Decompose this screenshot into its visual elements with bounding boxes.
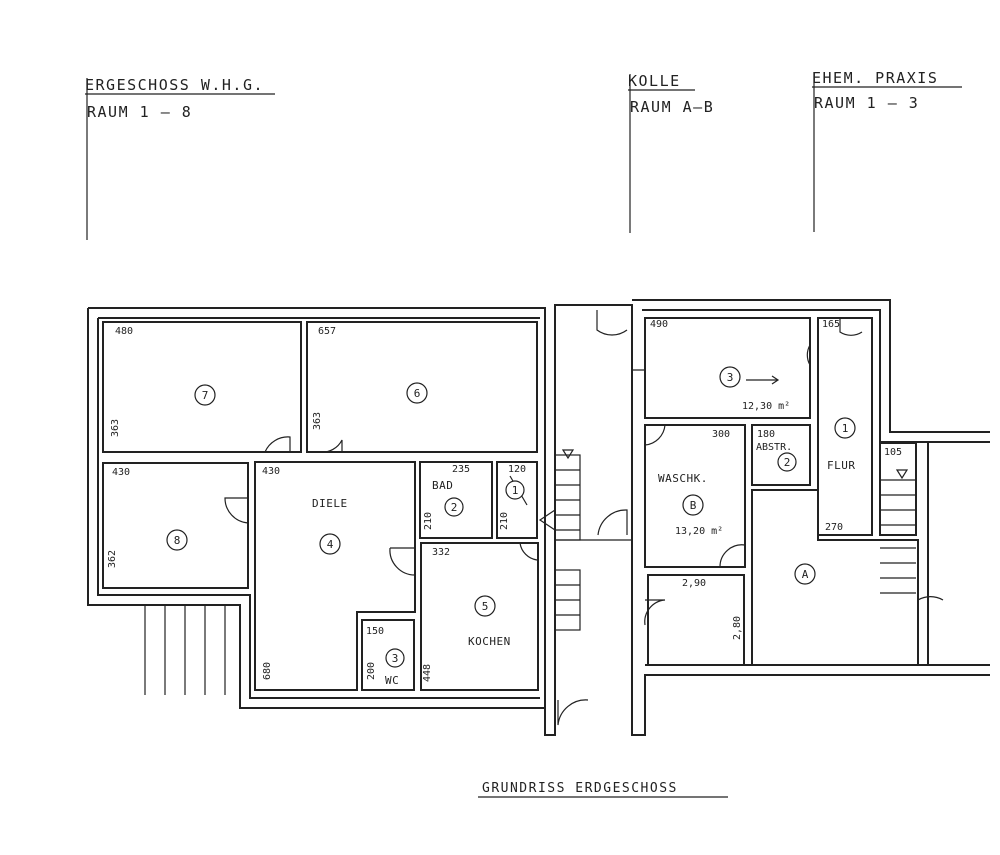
room-5-name: KOCHEN bbox=[468, 635, 511, 648]
room-4-height: 680 bbox=[262, 662, 273, 680]
room-6-height: 363 bbox=[312, 412, 323, 430]
room-7: 480 363 7 bbox=[110, 326, 216, 437]
keller-room-b: 300 WASCHK. B 13,20 m² bbox=[658, 429, 730, 537]
praxis-room-1-flur: 165 1 FLUR 270 bbox=[822, 319, 856, 533]
room-4-width: 430 bbox=[262, 466, 280, 477]
room-5-number: 5 bbox=[482, 600, 489, 613]
header-right-line2: RAUM 1 — 3 bbox=[814, 94, 919, 112]
wc-height: 200 bbox=[366, 662, 377, 680]
room-4-number: 4 bbox=[327, 538, 334, 551]
header-left-line1: ERGESCHOSS W.H.G. bbox=[85, 76, 264, 94]
abstr-number: 2 bbox=[784, 456, 791, 469]
small-room-width: 2,90 bbox=[682, 578, 706, 589]
waschk-name: WASCHK. bbox=[658, 472, 708, 485]
stair-width: 105 bbox=[884, 447, 902, 458]
praxis-room-2-abstr: 180 ABSTR. 2 bbox=[756, 429, 797, 472]
r1small-number: 1 bbox=[512, 484, 519, 497]
praxis3-width: 490 bbox=[650, 319, 668, 330]
plan-title-text: GRUNDRISS ERDGESCHOSS bbox=[482, 781, 678, 796]
praxis-room-3: 490 3 12,30 m² bbox=[650, 319, 790, 412]
abstr-width: 180 bbox=[757, 429, 775, 440]
room-7-number: 7 bbox=[202, 389, 209, 402]
bad-name: BAD bbox=[432, 479, 453, 492]
flur-name: FLUR bbox=[827, 459, 856, 472]
flur-number: 1 bbox=[842, 422, 849, 435]
room-7-height: 363 bbox=[110, 419, 121, 437]
r1small-height: 210 bbox=[499, 512, 510, 530]
doors bbox=[224, 310, 944, 726]
room-8: 430 362 8 bbox=[107, 467, 188, 568]
r1small-width: 120 bbox=[508, 464, 526, 475]
arrow-icon bbox=[746, 375, 780, 385]
room-8-width: 430 bbox=[112, 467, 130, 478]
header-middle-line1: KOLLE bbox=[628, 72, 681, 90]
keller-a-number: A bbox=[802, 568, 809, 581]
header-middle: KOLLE RAUM A—B bbox=[628, 72, 714, 233]
room-6-number: 6 bbox=[414, 387, 421, 400]
praxis3-area: 12,30 m² bbox=[742, 401, 790, 412]
small-room-height: 2,80 bbox=[732, 616, 743, 640]
plan-title: GRUNDRISS ERDGESCHOSS bbox=[478, 781, 728, 798]
praxis3-number: 3 bbox=[727, 371, 734, 384]
room-6: 657 363 6 bbox=[312, 326, 428, 430]
header-right-line1: EHEM. PRAXIS bbox=[812, 69, 938, 87]
wc-number: 3 bbox=[392, 652, 399, 665]
wc-name: WC bbox=[385, 674, 399, 687]
room-5-height: 448 bbox=[422, 664, 433, 682]
bad-number: 2 bbox=[451, 501, 458, 514]
keller-room-a: A bbox=[794, 563, 816, 585]
room-4-name: DIELE bbox=[312, 497, 348, 510]
bad-height: 210 bbox=[423, 512, 434, 530]
header-middle-line2: RAUM A—B bbox=[630, 98, 714, 116]
room-8-height: 362 bbox=[107, 550, 118, 568]
stairs bbox=[144, 449, 916, 695]
waschk-area: 13,20 m² bbox=[675, 526, 723, 537]
room-7-width: 480 bbox=[115, 326, 133, 337]
room-6-width: 657 bbox=[318, 326, 336, 337]
header-left-line2: RAUM 1 — 8 bbox=[87, 103, 192, 121]
small-room-290: 2,90 2,80 bbox=[682, 578, 743, 640]
room-8-number: 8 bbox=[174, 534, 181, 547]
wc-width: 150 bbox=[366, 626, 384, 637]
room-5-width: 332 bbox=[432, 547, 450, 558]
waschk-width: 300 bbox=[712, 429, 730, 440]
room-3-wc: 150 3 200 WC bbox=[366, 626, 405, 687]
flur-height: 270 bbox=[825, 522, 843, 533]
room-2-bad: 235 BAD 2 210 bbox=[423, 464, 470, 530]
walls bbox=[87, 299, 990, 736]
abstr-name: ABSTR. bbox=[756, 442, 792, 453]
header-right: EHEM. PRAXIS RAUM 1 — 3 bbox=[812, 69, 962, 232]
stair-105: 105 bbox=[884, 447, 902, 458]
bad-width: 235 bbox=[452, 464, 470, 475]
room-1-small: 120 1 210 bbox=[499, 464, 526, 530]
waschk-number: B bbox=[690, 499, 697, 512]
header-left: ERGESCHOSS W.H.G. RAUM 1 — 8 bbox=[85, 76, 275, 240]
room-5-kochen: 332 5 KOCHEN 448 bbox=[422, 547, 511, 682]
room-4-diele: 430 DIELE 4 680 bbox=[262, 466, 348, 680]
flur-width: 165 bbox=[822, 319, 840, 330]
